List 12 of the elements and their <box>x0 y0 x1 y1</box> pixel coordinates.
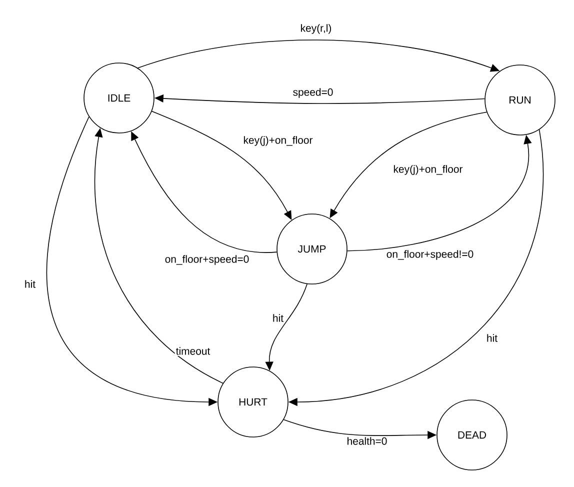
edge-label: key(r,l) <box>299 23 333 35</box>
edge-label: timeout <box>174 346 212 356</box>
edge-label: hit <box>271 313 285 323</box>
edge-label: speed=0 <box>292 87 334 99</box>
edge-label: key(j)+on_floor <box>242 135 314 147</box>
edge-label: health=0 <box>346 436 388 446</box>
edge-label: on_floor+speed!=0 <box>385 249 475 261</box>
edge-label: key(j)+on_floor <box>392 164 464 176</box>
edge-label: hit <box>485 333 499 343</box>
edge-label: on_floor+speed=0 <box>164 254 250 266</box>
arrow <box>151 110 292 220</box>
edge-label: hit <box>23 279 37 289</box>
